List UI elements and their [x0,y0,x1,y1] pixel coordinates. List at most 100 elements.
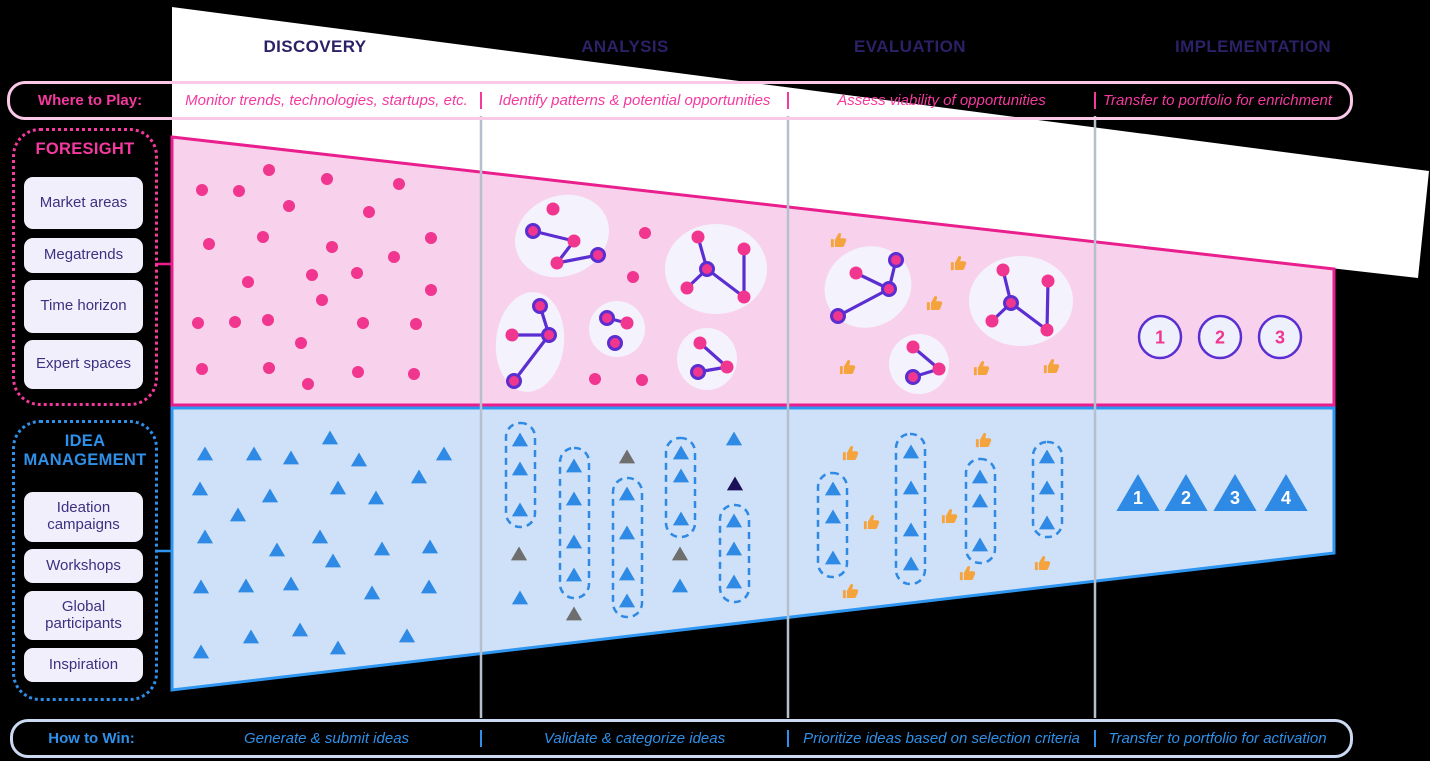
idea-triangle [971,537,989,552]
foresight-title: FORESIGHT [35,140,135,158]
idea-triangle [363,585,381,600]
how-to-win-label: How to Win: [48,730,135,747]
category-group-box [718,503,751,604]
idea-triangle [672,468,690,483]
trend-dot [589,373,601,385]
trend-dot [306,269,318,281]
stage-circle [1257,314,1303,360]
cluster-node [906,340,920,354]
idea-triangle [902,556,920,571]
where-to-play-label: Where to Play: [37,92,143,109]
cluster-node [590,247,606,263]
cluster-edge [1045,279,1050,332]
idea-triangle [902,444,920,459]
cluster-node [737,242,751,256]
stage-triangle [1264,474,1308,511]
idea-triangle [1038,480,1056,495]
trend-dot [233,185,245,197]
trend-dot [316,294,328,306]
cluster-ellipse [665,224,767,314]
category-group-box [816,471,849,579]
trend-dot [363,206,375,218]
cluster-node [567,234,581,248]
how-to-win-discovery: Generate & submit ideas [243,730,410,747]
cluster-node [690,364,706,380]
idea-triangle [282,450,300,465]
idea-triangle [824,550,842,565]
how-to-win-analysis: Validate & categorize ideas [543,730,726,747]
trend-dot [357,317,369,329]
idea-triangle [971,469,989,484]
trend-dot [636,374,648,386]
cluster-node [607,335,623,351]
cluster-node [932,362,946,376]
category-group-box [964,457,997,565]
phase-header-discovery: DISCOVERY [263,37,367,56]
paper-wedge [172,7,1429,278]
cluster-node [532,298,548,314]
how-to-win-bar: How to Win: Generate & submit ideas Vali… [10,719,1353,758]
cluster-node [505,328,519,342]
sidebar-item-inspiration: Inspiration [24,648,143,682]
trend-dot [229,316,241,328]
where-to-play-implementation: Transfer to portfolio for enrichment [1103,92,1332,109]
cluster-node [996,263,1010,277]
trend-dot [627,271,639,283]
stage-triangle-number: 4 [1281,488,1291,508]
where-to-play-bar: Where to Play: Monitor trends, technolog… [7,81,1353,120]
idea-triangle [1038,449,1056,464]
stage-triangle-number: 3 [1230,488,1240,508]
idea-management-title: IDEA MANAGEMENT [23,432,147,470]
idea-triangle [321,430,339,445]
idea-triangle [511,502,529,517]
trend-dot [203,238,215,250]
stage-circle-number: 1 [1155,328,1165,348]
cluster-edge [512,333,551,383]
highlighted-idea-triangle [726,476,744,491]
idea-triangle [311,529,329,544]
idea-triangle [672,511,690,526]
trend-dot [302,378,314,390]
trend-dot [263,362,275,374]
sidebar-item-megatrends: Megatrends [24,238,143,273]
cluster-ellipse [677,328,737,390]
idea-triangle [902,522,920,537]
cluster-node [905,369,921,385]
idea-triangle [268,542,286,557]
trend-dot [352,366,364,378]
trend-dot [326,241,338,253]
cluster-node [881,281,897,297]
cluster-node [1040,323,1054,337]
sidebar-item-ideation-campaigns: Ideation campaigns [24,492,143,542]
stage-triangle-number: 2 [1181,488,1191,508]
stage-triangle-number: 1 [1133,488,1143,508]
idea-triangle [971,493,989,508]
idea-triangle [1038,515,1056,530]
idea-triangle [324,553,342,568]
trend-dot [408,368,420,380]
discarded-idea-triangle [510,546,528,561]
cluster-node [546,202,560,216]
idea-triangle [725,541,743,556]
cluster-node [1003,295,1019,311]
stage-circle [1197,314,1243,360]
idea-triangle [373,541,391,556]
discarded-idea-triangle [671,546,689,561]
idea-management-panel: IDEA MANAGEMENT Ideation campaigns Works… [12,420,158,701]
stage-triangle [1213,474,1257,511]
cluster-node [541,327,557,343]
idea-triangle [291,622,309,637]
pill-separator [480,730,482,747]
idea-triangle [237,578,255,593]
idea-triangle [192,644,210,659]
idea-triangle [245,446,263,461]
trend-dot [425,232,437,244]
cluster-ellipse [495,292,565,392]
where-to-play-evaluation: Assess viability of opportunities [837,92,1046,109]
cluster-node [699,261,715,277]
how-to-win-evaluation: Prioritize ideas based on selection crit… [803,730,1080,747]
trend-dot [242,276,254,288]
phase-header-evaluation: EVALUATION [854,37,966,56]
category-group-box [558,446,591,600]
